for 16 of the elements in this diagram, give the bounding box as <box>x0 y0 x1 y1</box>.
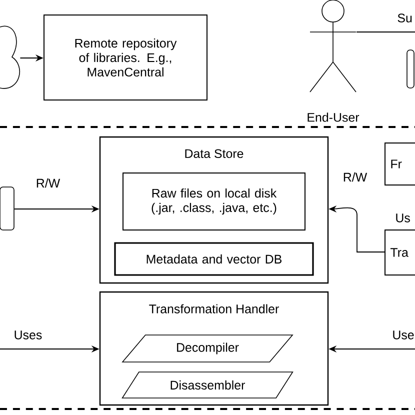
edge-label: Su <box>398 14 412 22</box>
edge-label: R/W <box>36 178 60 188</box>
box: Raw files on local disk (.jar, .class, .java, etc.) <box>122 172 306 230</box>
cloud-shape <box>0 26 20 89</box>
box: Metadata and vector DB <box>114 242 314 276</box>
edge-label: Use <box>393 330 414 340</box>
actor-figure: End-User <box>308 0 360 122</box>
box <box>406 50 414 88</box>
edge-label: Uses <box>14 330 42 340</box>
text-label: Us <box>396 214 410 222</box>
box: Tra <box>384 230 415 276</box>
edge-label: R/W <box>344 172 368 182</box>
box: Fr <box>384 142 415 186</box>
box <box>0 186 14 230</box>
parallelogram: Disassembler <box>122 372 294 398</box>
box: Remote repository of libraries. E.g., MavenCentral <box>44 14 208 100</box>
